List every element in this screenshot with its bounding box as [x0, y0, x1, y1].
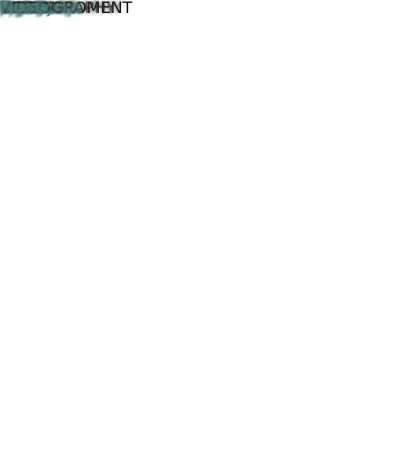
word-javascript: JavaScript [0, 0, 81, 17]
word-design: DESIGN [0, 0, 62, 17]
word-lightroom: Lightroom [0, 0, 82, 17]
word-mongodb: MongoDB [0, 0, 77, 17]
word-premier: Premier [0, 0, 62, 17]
word-developoment: DEVELOPOMENT [0, 0, 133, 17]
word-figma: Figma [0, 0, 49, 17]
word-typescript: TypeScript [0, 0, 84, 17]
word-photography: PHOTOGRAPHY [0, 0, 122, 17]
word-github: Github [0, 0, 54, 17]
word-nosql: NoSQL [0, 0, 54, 17]
word-html: HTML [0, 0, 45, 17]
word-tailwind: Tailwind [0, 0, 64, 17]
word-videography: VIDEOGRAPHY [0, 0, 116, 17]
word-web: WEB [0, 0, 37, 17]
word-nodejs: Node.js [0, 0, 60, 17]
word-expressjs: Express.js [0, 0, 81, 17]
word-coding: CODING [0, 0, 66, 17]
word-css: CSS [0, 0, 32, 17]
